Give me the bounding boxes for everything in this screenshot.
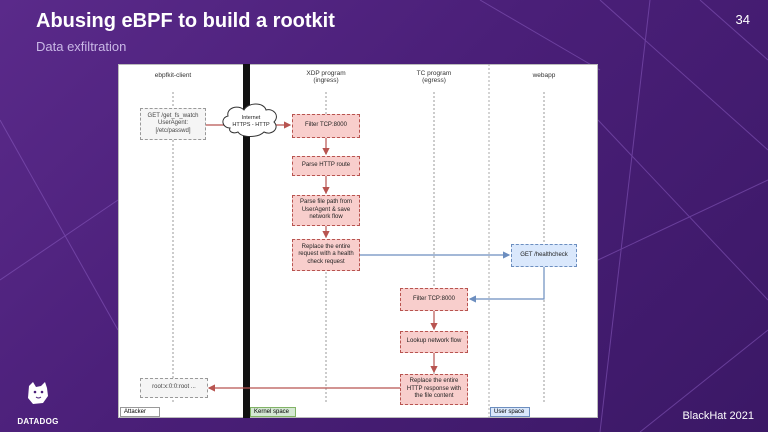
lifeline-xdp-subtitle: (ingress) bbox=[313, 77, 339, 84]
cloud-shape bbox=[222, 103, 277, 137]
lifeline-client-label: ebpfkit-client bbox=[154, 72, 192, 79]
lifeline-xdp-title: XDP program bbox=[306, 70, 346, 77]
lifeline-tc-label: TC program (egress) bbox=[384, 70, 484, 84]
lifeline-tc-title: TC program bbox=[416, 70, 452, 77]
sequence-diagram: ebpfkit-client XDP program (ingress) TC … bbox=[118, 64, 598, 418]
tc-step-replace-response: Replace the entire HTTP response with th… bbox=[400, 374, 468, 405]
datadog-logo-text: DATADOG bbox=[17, 417, 59, 426]
internet-cloud-label: Internet HTTPS - HTTP bbox=[232, 115, 270, 128]
page-number: 34 bbox=[735, 12, 750, 27]
lifeline-webapp-label: webapp bbox=[532, 72, 556, 79]
tc-step-lookup-flow: Lookup network flow bbox=[400, 331, 468, 353]
datadog-logo: DATADOG bbox=[12, 376, 64, 426]
lifeline-tc-subtitle: (egress) bbox=[422, 77, 446, 84]
xdp-step-parse-path: Parse file path from UserAgent & save ne… bbox=[292, 195, 360, 226]
region-attacker-tag: Attacker bbox=[120, 407, 160, 417]
slide-title: Abusing eBPF to build a rootkit bbox=[36, 10, 335, 32]
region-kernel-tag: Kernel space bbox=[250, 407, 296, 417]
xdp-step-replace-request: Replace the entire request with a health… bbox=[292, 239, 360, 271]
webapp-healthcheck-box: GET /healthcheck bbox=[511, 244, 577, 267]
client-response-box: root:x:0:0:root ... bbox=[140, 378, 208, 398]
xdp-step-parse-route: Parse HTTP route bbox=[292, 156, 360, 176]
event-label: BlackHat 2021 bbox=[682, 410, 754, 422]
region-user-tag: User space bbox=[490, 407, 530, 417]
datadog-dog-icon bbox=[28, 382, 48, 404]
tc-step-filter: Filter TCP:8000 bbox=[400, 288, 468, 311]
xdp-step-filter: Filter TCP:8000 bbox=[292, 114, 360, 138]
client-request-box: GET /get_fs_watch UserAgent: [/etc/passw… bbox=[140, 108, 206, 140]
lifeline-xdp-label: XDP program (ingress) bbox=[276, 70, 376, 84]
slide-subtitle: Data exfiltration bbox=[36, 39, 127, 54]
